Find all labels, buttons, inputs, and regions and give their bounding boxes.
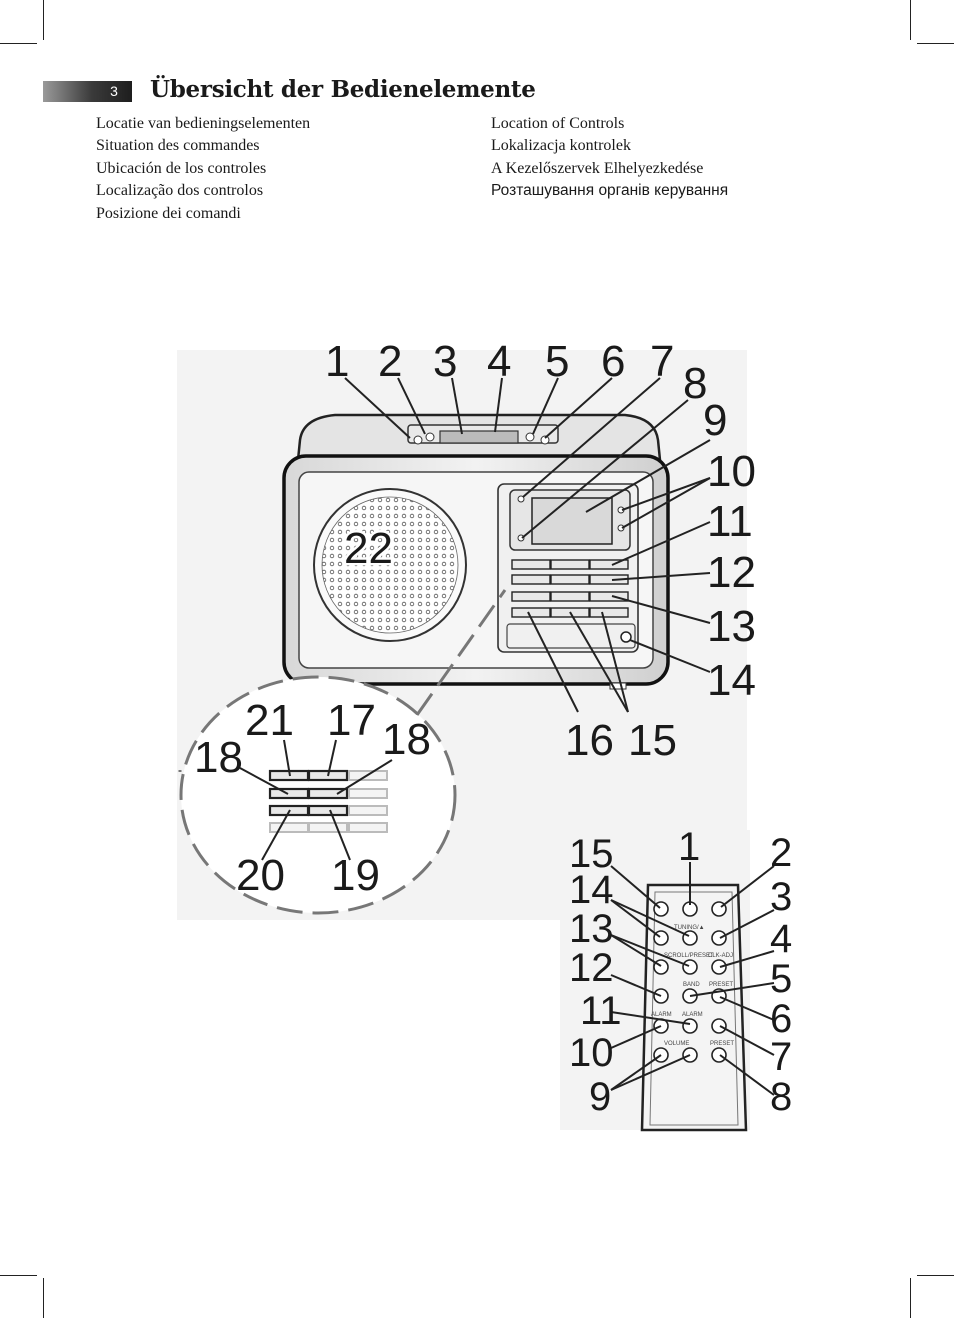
remote-callout: 9 (589, 1075, 611, 1119)
header-bar (43, 81, 132, 102)
translations-right: Location of Controls Lokalizacja kontrol… (491, 113, 728, 203)
remote-callouts: 15 14 13 12 11 10 9 1 2 3 4 5 6 7 8 (569, 825, 792, 1119)
remote-callout: 12 (569, 946, 614, 990)
remote-callout: 13 (569, 907, 614, 951)
detail-callout: 18 (382, 715, 431, 764)
crop-mark (917, 1275, 954, 1276)
translation-en: Location of Controls (491, 115, 625, 132)
detail-callouts: 21 17 18 18 20 19 (194, 696, 431, 900)
remote-callout-lines (610, 862, 775, 1096)
remote-control: TUNING/▲ SCROLL/PRESET CLK-ADJ BAND PRES… (640, 883, 748, 1132)
radio-callouts: 1 2 3 4 5 6 7 8 9 10 11 12 13 14 15 16 (325, 337, 756, 765)
remote-label-alarm2: ALARM (682, 1012, 703, 1018)
radio-callout: 10 (707, 447, 756, 496)
crop-mark (917, 43, 954, 44)
radio-callout: 8 (683, 359, 707, 408)
remote-label-clk: CLK-ADJ (708, 953, 733, 959)
radio-callout: 16 (565, 716, 614, 765)
detail-callout: 17 (327, 696, 376, 745)
crop-mark (43, 1278, 44, 1318)
radio-callout: 14 (707, 656, 756, 705)
remote-label-scroll: SCROLL/PRESET (664, 953, 714, 959)
translation-pt: Localização dos controlos (96, 182, 264, 200)
remote-label-tuning: TUNING/▲ (674, 925, 705, 931)
crop-mark (910, 1278, 911, 1318)
remote-callout: 15 (569, 832, 614, 876)
radio-callout-lines (344, 377, 711, 713)
detail-magnifier (178, 589, 507, 915)
translation-pl: Lokalizacja kontrolek (491, 137, 631, 155)
page-number: 3 (110, 83, 118, 99)
remote-callout: 2 (770, 831, 792, 875)
remote-callout: 6 (770, 997, 792, 1041)
radio-device (282, 413, 670, 690)
radio-callout: 6 (601, 337, 625, 386)
remote-label-preset: PRESET (709, 982, 733, 988)
radio-callout: 7 (650, 337, 674, 386)
radio-callout: 4 (487, 337, 511, 386)
translation-hu: A Kezelőszervek Elhelyezkedése (491, 159, 704, 177)
radio-callout: 5 (545, 337, 569, 386)
page-title: Übersicht der Bedienelemente (150, 76, 536, 103)
remote-callout: 10 (569, 1031, 614, 1075)
radio-callout: 13 (707, 602, 756, 651)
crop-mark (0, 1275, 37, 1276)
remote-callout: 14 (569, 868, 614, 912)
crop-mark (0, 43, 37, 44)
remote-label-preset2: PRESET (710, 1041, 734, 1047)
detail-callout: 21 (245, 696, 294, 745)
translations-left: Locatie van bedieningselementen Situatio… (96, 113, 310, 225)
remote-label-volume: VOLUME (664, 1041, 689, 1047)
detail-callout: 20 (236, 851, 285, 900)
translation-es: Ubicación de los controles (96, 159, 267, 177)
remote-label-alarm1: ALARM (651, 1012, 672, 1018)
remote-callout: 3 (770, 875, 792, 919)
radio-callout: 15 (628, 716, 677, 765)
translation-uk: Розташування органів керування (491, 182, 729, 200)
remote-callout: 1 (678, 825, 700, 869)
remote-callout: 11 (580, 989, 622, 1033)
radio-callout: 12 (707, 548, 756, 597)
crop-mark (910, 0, 911, 40)
remote-callout: 5 (770, 957, 792, 1001)
remote-label-band: BAND (683, 982, 700, 988)
remote-callout: 7 (770, 1035, 792, 1079)
remote-callout: 4 (770, 917, 792, 961)
speaker-callout: 22 (344, 524, 393, 573)
translation-nl: Locatie van bedieningselementen (96, 115, 311, 132)
remote-callout: 8 (770, 1075, 792, 1119)
translation-fr: Situation des commandes (96, 137, 260, 155)
radio-callout: 1 (325, 337, 349, 386)
translation-it: Posizione dei comandi (96, 204, 241, 222)
radio-callout: 11 (707, 497, 753, 546)
detail-callout: 19 (331, 851, 380, 900)
radio-callout: 2 (378, 337, 402, 386)
detail-callout: 18 (194, 733, 243, 782)
radio-callout: 9 (703, 396, 727, 445)
radio-callout: 3 (433, 337, 457, 386)
crop-mark (43, 0, 44, 40)
